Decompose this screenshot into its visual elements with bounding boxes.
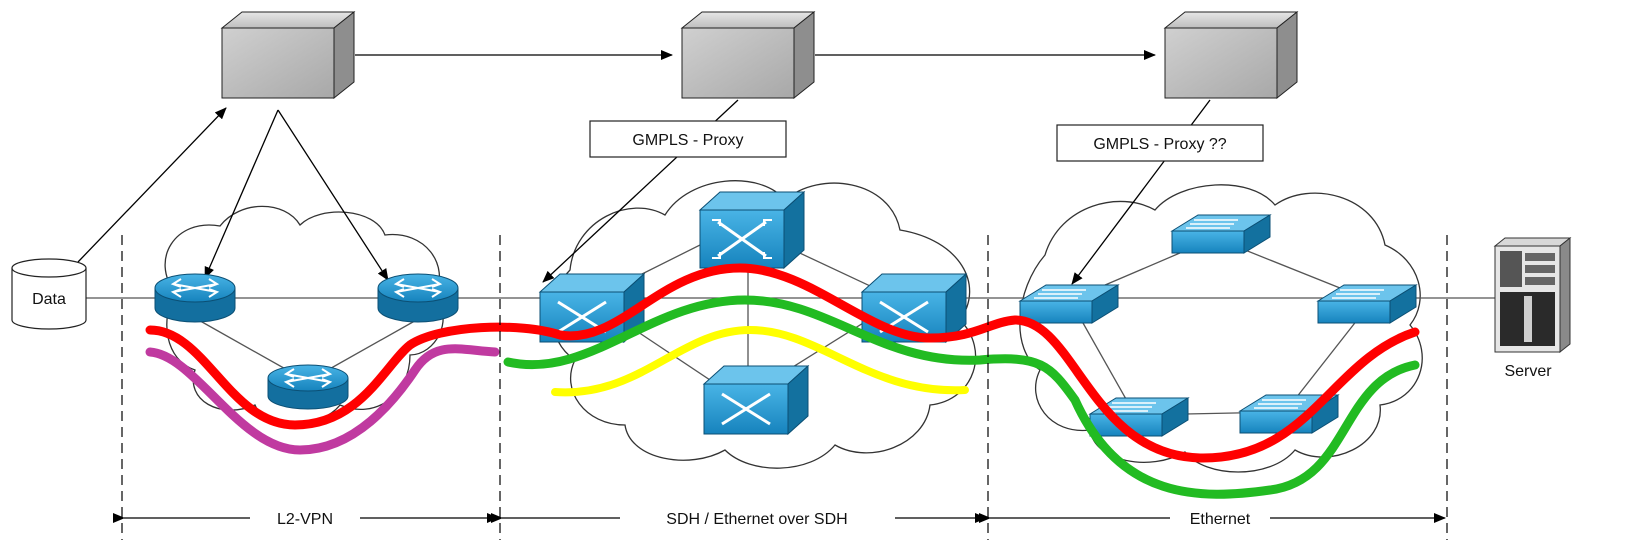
controller-icon-3 xyxy=(1163,10,1299,100)
segment-label-sdh: SDH / Ethernet over SDH xyxy=(666,511,847,528)
ethernet-switch-icon-4 xyxy=(1088,397,1190,437)
server-label: Server xyxy=(1504,363,1552,380)
path-magenta xyxy=(145,344,500,455)
segment-l2vpn: L2-VPN xyxy=(113,511,499,528)
controller-icon-2 xyxy=(680,10,816,100)
cloud-icon-sdh xyxy=(551,180,977,469)
segment-label-ethernet: Ethernet xyxy=(1190,511,1251,528)
proxy-label-2: GMPLS - Proxy ?? xyxy=(1093,136,1226,153)
path-yellow xyxy=(551,325,969,397)
server-icon: Server xyxy=(1493,236,1572,380)
proxy-label-1: GMPLS - Proxy xyxy=(632,132,743,149)
proxy-box-1: GMPLS - Proxy xyxy=(589,120,787,158)
cloud-icon-ethernet xyxy=(1019,184,1423,473)
controller-icon-1 xyxy=(220,10,356,100)
ethernet-links xyxy=(1069,237,1366,416)
router-icon-2 xyxy=(377,273,459,323)
segment-sdh: SDH / Ethernet over SDH xyxy=(491,511,987,528)
path-green xyxy=(503,295,1420,499)
ethernet-switch-icon-3 xyxy=(1316,284,1418,324)
database-icon: Data xyxy=(11,258,87,330)
proxy-box-2: GMPLS - Proxy ?? xyxy=(1056,124,1264,162)
ethernet-switch-icon-2 xyxy=(1170,214,1272,254)
ethernet-switch-icon-1 xyxy=(1018,284,1120,324)
router-icon-1 xyxy=(154,273,236,323)
data-label: Data xyxy=(32,291,66,308)
domain-boundaries xyxy=(121,235,1448,540)
router-icon-3 xyxy=(267,364,349,410)
segment-ethernet: Ethernet xyxy=(979,511,1446,528)
optical-switch-icon-bottom xyxy=(702,364,810,436)
path-red-1 xyxy=(145,263,1420,463)
optical-switch-icon-right xyxy=(860,272,968,344)
segment-label-l2vpn: L2-VPN xyxy=(277,511,333,528)
optical-switch-icon-top xyxy=(698,190,806,270)
